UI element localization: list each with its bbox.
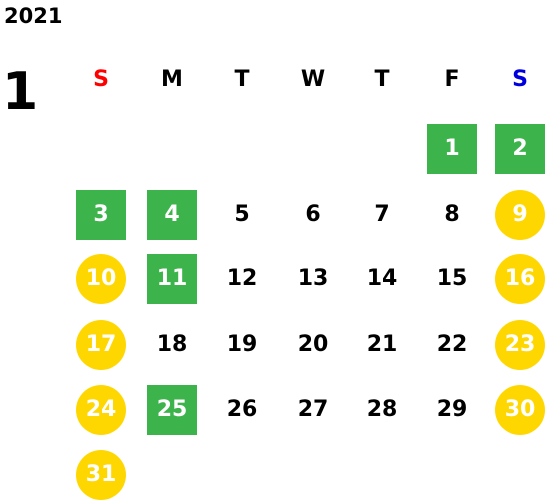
- weekday-header: T: [234, 67, 250, 92]
- calendar-day-11[interactable]: 11: [147, 254, 197, 304]
- calendar-day-9[interactable]: 9: [495, 190, 545, 240]
- calendar-day-22[interactable]: 22: [436, 332, 468, 357]
- calendar-day-25[interactable]: 25: [147, 385, 197, 435]
- calendar-day-14[interactable]: 14: [366, 266, 398, 291]
- weekday-header: S: [512, 67, 528, 92]
- calendar-year: 2021: [4, 4, 63, 28]
- calendar-day-16[interactable]: 16: [495, 254, 545, 304]
- calendar-day-24[interactable]: 24: [76, 385, 126, 435]
- calendar-day-23[interactable]: 23: [495, 320, 545, 370]
- calendar-day-12[interactable]: 12: [226, 266, 258, 291]
- calendar-day-27[interactable]: 27: [297, 397, 329, 422]
- calendar-month-number: 1: [2, 62, 39, 122]
- calendar-day-4[interactable]: 4: [147, 190, 197, 240]
- calendar-day-28[interactable]: 28: [366, 397, 398, 422]
- calendar-day-18[interactable]: 18: [156, 332, 188, 357]
- calendar-day-20[interactable]: 20: [297, 332, 329, 357]
- weekday-header: T: [374, 67, 390, 92]
- calendar-day-19[interactable]: 19: [226, 332, 258, 357]
- calendar-day-29[interactable]: 29: [436, 397, 468, 422]
- calendar-day-10[interactable]: 10: [76, 254, 126, 304]
- calendar-day-7[interactable]: 7: [374, 202, 390, 227]
- weekday-header: S: [93, 67, 109, 92]
- weekday-header: W: [300, 67, 326, 92]
- calendar-day-31[interactable]: 31: [76, 450, 126, 500]
- calendar-day-6[interactable]: 6: [305, 202, 321, 227]
- weekday-header: F: [444, 67, 460, 92]
- calendar-day-2[interactable]: 2: [495, 124, 545, 174]
- calendar-day-26[interactable]: 26: [226, 397, 258, 422]
- calendar-day-3[interactable]: 3: [76, 190, 126, 240]
- weekday-header: M: [161, 67, 183, 92]
- calendar-day-13[interactable]: 13: [297, 266, 329, 291]
- calendar-day-8[interactable]: 8: [444, 202, 460, 227]
- calendar-day-30[interactable]: 30: [495, 385, 545, 435]
- calendar-day-21[interactable]: 21: [366, 332, 398, 357]
- calendar-day-17[interactable]: 17: [76, 320, 126, 370]
- calendar-day-5[interactable]: 5: [234, 202, 250, 227]
- calendar-day-1[interactable]: 1: [427, 124, 477, 174]
- calendar-day-15[interactable]: 15: [436, 266, 468, 291]
